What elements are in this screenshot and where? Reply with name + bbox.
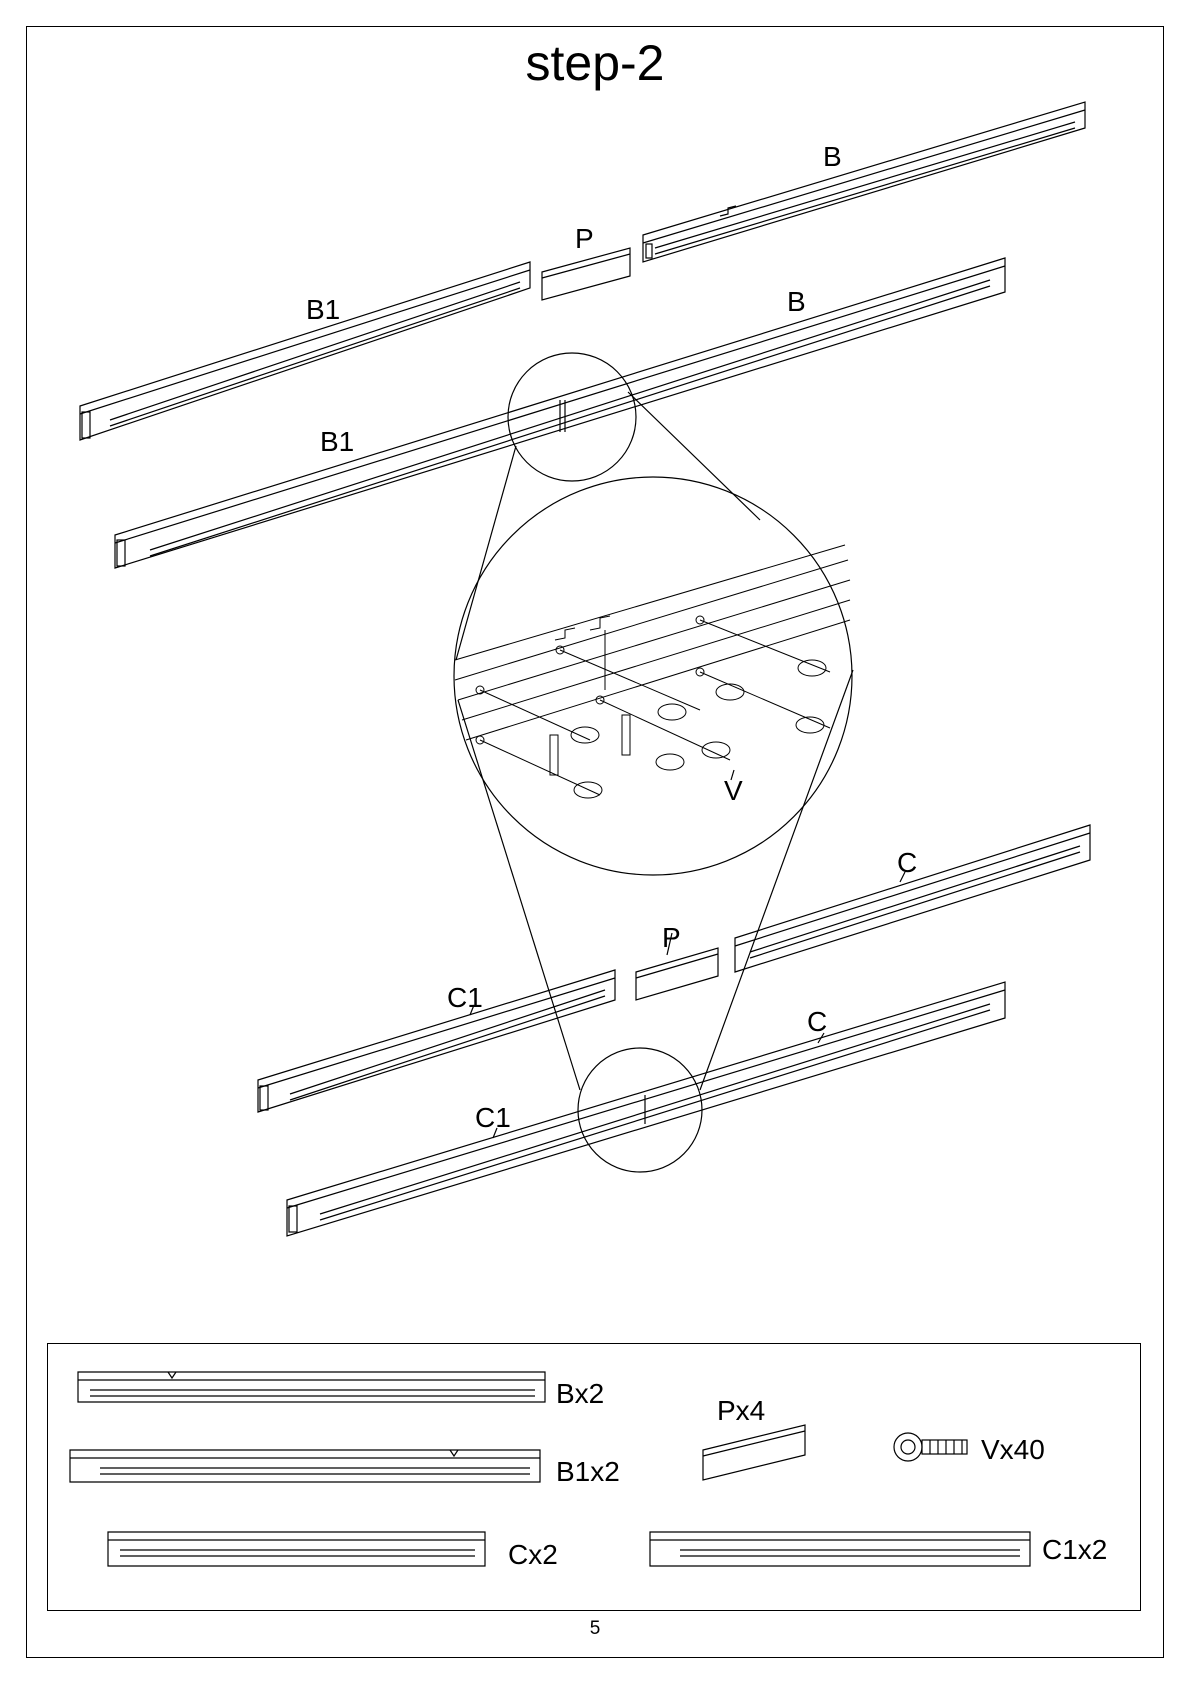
part-label-v: Vx40 xyxy=(981,1436,1045,1464)
part-c-icon xyxy=(108,1532,485,1566)
part-v-screw-icon xyxy=(894,1433,967,1461)
part-label-c: Cx2 xyxy=(508,1541,558,1569)
part-p-icon xyxy=(703,1425,805,1480)
part-label-b1: B1x2 xyxy=(556,1458,620,1486)
part-b-icon xyxy=(78,1372,545,1402)
page-number: 5 xyxy=(0,1618,1190,1640)
part-b1-icon xyxy=(70,1450,540,1482)
part-label-b: Bx2 xyxy=(556,1380,604,1408)
part-c1-icon xyxy=(650,1532,1030,1566)
part-label-c1: C1x2 xyxy=(1042,1536,1107,1564)
part-label-p: Px4 xyxy=(717,1397,765,1425)
